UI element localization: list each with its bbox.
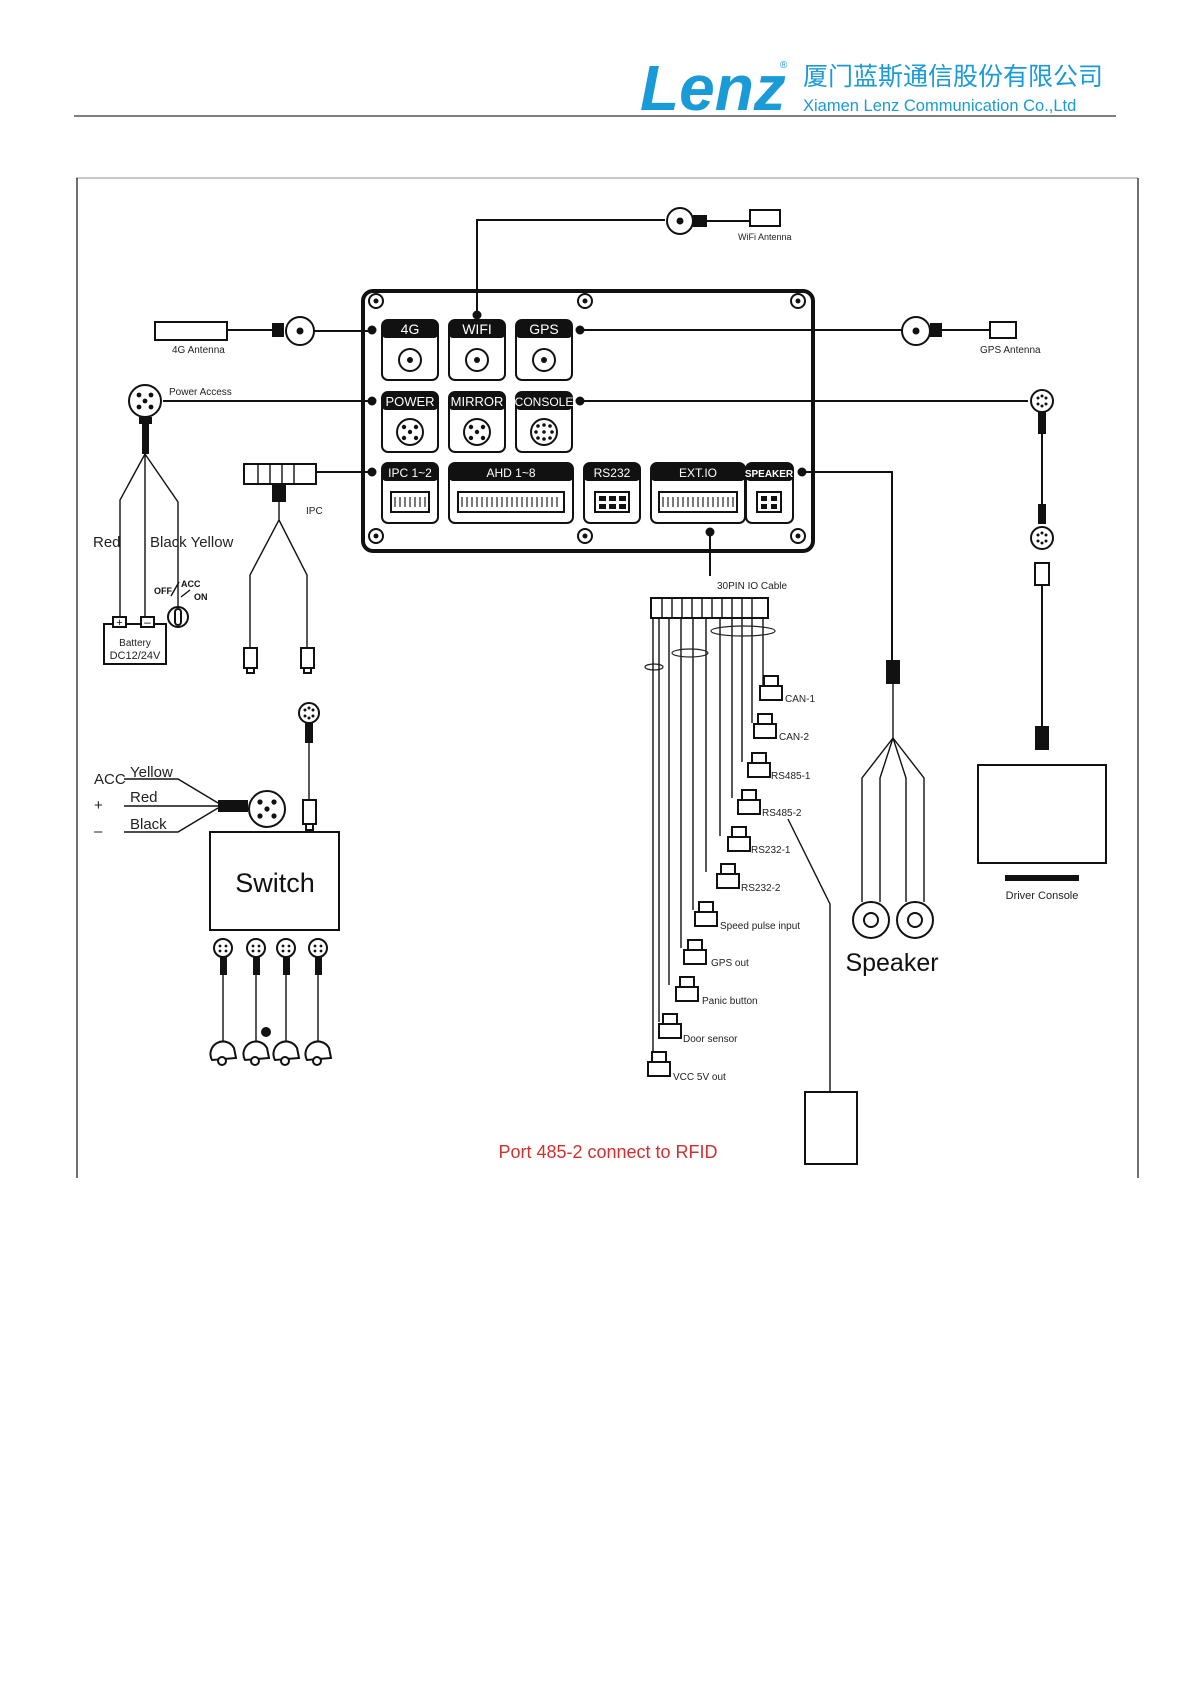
svg-text:+: +	[94, 797, 103, 814]
io-cable: 30PIN IO Cable CAN-1 CAN-2 RS485-1 RS485…	[498, 532, 858, 1165]
ipc-label: IPC	[306, 506, 323, 517]
io-connector-rs485-2: RS485-2	[737, 789, 802, 819]
io-connector-rs232-2: RS232-2	[716, 863, 781, 894]
switch-assembly: ACC + – Yellow Red Black Switch	[94, 702, 340, 1066]
battery-voltage: DC12/24V	[110, 650, 161, 662]
port-ext-io: EXT.IO	[650, 462, 746, 524]
svg-text:Red: Red	[130, 789, 158, 806]
port-console: CONSOLE	[515, 391, 574, 453]
battery-label: Battery	[119, 638, 151, 649]
switch-label: Switch	[235, 868, 315, 898]
svg-text:AHD 1~8: AHD 1~8	[486, 466, 535, 480]
svg-text:EXT.IO: EXT.IO	[679, 466, 717, 480]
dvr-device: 4G WIFI GPS POWER MIRROR	[361, 289, 815, 553]
port-4g: 4G	[381, 319, 439, 381]
io-connector-rs485-1: RS485-1	[747, 752, 811, 782]
camera-3	[272, 938, 301, 1066]
gps-antenna: GPS Antenna	[580, 316, 1041, 356]
wifi-antenna: WiFi Antenna	[476, 207, 792, 315]
svg-text:ACC: ACC	[94, 771, 126, 788]
svg-text:ACC: ACC	[181, 579, 201, 589]
company-name-en: Xiamen Lenz Communication Co.,Ltd	[803, 97, 1076, 115]
svg-text:+: +	[116, 617, 122, 629]
driver-console-label: Driver Console	[1006, 890, 1079, 902]
svg-text:POWER: POWER	[385, 394, 434, 409]
svg-text:GPS out: GPS out	[711, 958, 749, 969]
port-wifi: WIFI	[448, 319, 506, 381]
io-connector-panic-button: Panic button	[675, 976, 758, 1007]
io-cable-label: 30PIN IO Cable	[717, 581, 787, 592]
svg-text:VCC 5V out: VCC 5V out	[673, 1072, 726, 1083]
camera-4	[304, 938, 333, 1066]
svg-text:CONSOLE: CONSOLE	[515, 395, 574, 409]
company-name-cn: 厦门蓝斯通信股份有限公司	[803, 63, 1103, 91]
svg-text:WIFI: WIFI	[462, 321, 492, 337]
io-connector-vcc-5v: VCC 5V out	[647, 1051, 726, 1083]
speaker-assembly: Speaker	[802, 471, 939, 977]
svg-text:4G: 4G	[401, 321, 420, 337]
wire-red-label: Red	[93, 534, 121, 551]
svg-text:CAN-1: CAN-1	[785, 694, 815, 705]
ipc-cable: IPC	[243, 463, 372, 674]
io-connector-can-1: CAN-1	[759, 675, 815, 705]
wifi-antenna-label: WiFi Antenna	[738, 232, 792, 242]
svg-text:IPC 1~2: IPC 1~2	[388, 466, 432, 480]
camera-1	[209, 938, 238, 1066]
registered-mark: ®	[780, 60, 788, 71]
svg-text:OFF: OFF	[154, 586, 172, 596]
svg-text:RS232-1: RS232-1	[751, 845, 791, 856]
lenz-logo: Lenz	[640, 52, 786, 124]
antenna-4g: 4G Antenna	[154, 316, 372, 356]
io-connector-can-2: CAN-2	[753, 713, 809, 743]
power-access: Power Access Red Black Yellow OFF ACC ON…	[93, 384, 372, 665]
svg-text:RS232: RS232	[594, 466, 631, 480]
port-gps: GPS	[515, 319, 573, 381]
power-access-label: Power Access	[169, 387, 232, 398]
svg-text:MIRROR: MIRROR	[451, 394, 504, 409]
svg-text:Door sensor: Door sensor	[683, 1034, 738, 1045]
port-power: POWER	[381, 391, 439, 453]
svg-text:SPEAKER: SPEAKER	[745, 469, 794, 480]
antenna-4g-label: 4G Antenna	[172, 345, 225, 356]
svg-text:Speed pulse input: Speed pulse input	[720, 921, 800, 932]
header: Lenz ® 厦门蓝斯通信股份有限公司 Xiamen Lenz Communic…	[74, 52, 1116, 124]
wire-black-yellow-label: Black Yellow	[150, 534, 234, 551]
svg-text:–: –	[144, 615, 151, 629]
gps-antenna-label: GPS Antenna	[980, 345, 1041, 356]
svg-text:GPS: GPS	[529, 321, 559, 337]
svg-text:RS485-1: RS485-1	[771, 771, 811, 782]
driver-console: Driver Console	[580, 389, 1107, 902]
svg-text:–: –	[94, 823, 103, 840]
port-mirror: MIRROR	[448, 391, 506, 453]
port-speaker: SPEAKER	[745, 462, 794, 524]
io-connector-rs232-1: RS232-1	[727, 826, 791, 856]
svg-text:RS485-2: RS485-2	[762, 808, 802, 819]
svg-text:ON: ON	[194, 592, 208, 602]
rfid-note: Port 485-2 connect to RFID	[498, 1142, 717, 1162]
io-connector-door-sensor: Door sensor	[658, 1013, 738, 1045]
port-ahd: AHD 1~8	[448, 462, 574, 524]
svg-text:RS232-2: RS232-2	[741, 883, 781, 894]
port-ipc: IPC 1~2	[381, 462, 439, 524]
io-connector-speed-pulse: Speed pulse input	[694, 901, 800, 932]
svg-text:Yellow: Yellow	[130, 764, 173, 781]
speaker-label: Speaker	[845, 949, 938, 977]
port-rs232: RS232	[583, 462, 641, 524]
svg-text:CAN-2: CAN-2	[779, 732, 809, 743]
camera-2	[242, 938, 271, 1066]
io-connector-gps-out: GPS out	[683, 939, 749, 969]
svg-text:Panic button: Panic button	[702, 996, 758, 1007]
svg-text:Black: Black	[130, 816, 167, 833]
